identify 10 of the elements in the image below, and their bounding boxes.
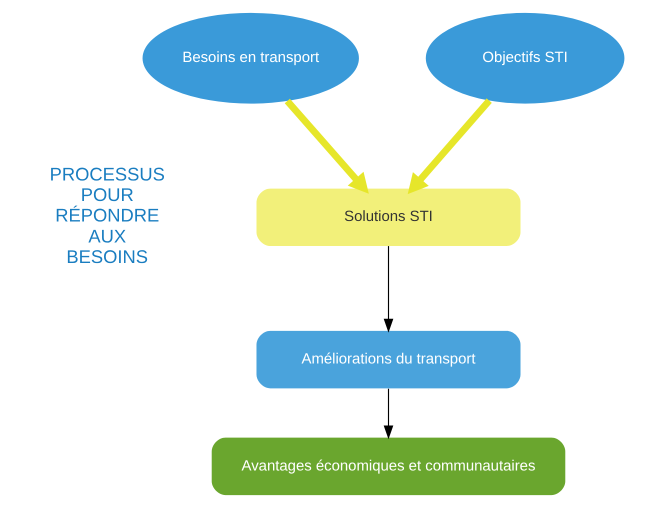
arrow bbox=[383, 246, 393, 333]
node-ellipse: Objectifs STI bbox=[425, 12, 624, 104]
node-box: Améliorations du transport bbox=[256, 330, 520, 388]
arrow bbox=[383, 388, 393, 440]
node-box: Solutions STI bbox=[256, 188, 520, 246]
label: PROCESSUS POUR RÉPONDRE AUX BESOINS bbox=[49, 163, 164, 267]
node-box: Avantages économiques et communautaires bbox=[211, 438, 565, 496]
arrow bbox=[407, 98, 492, 194]
node-ellipse: Besoins en transport bbox=[142, 12, 358, 104]
arrow bbox=[284, 98, 368, 194]
